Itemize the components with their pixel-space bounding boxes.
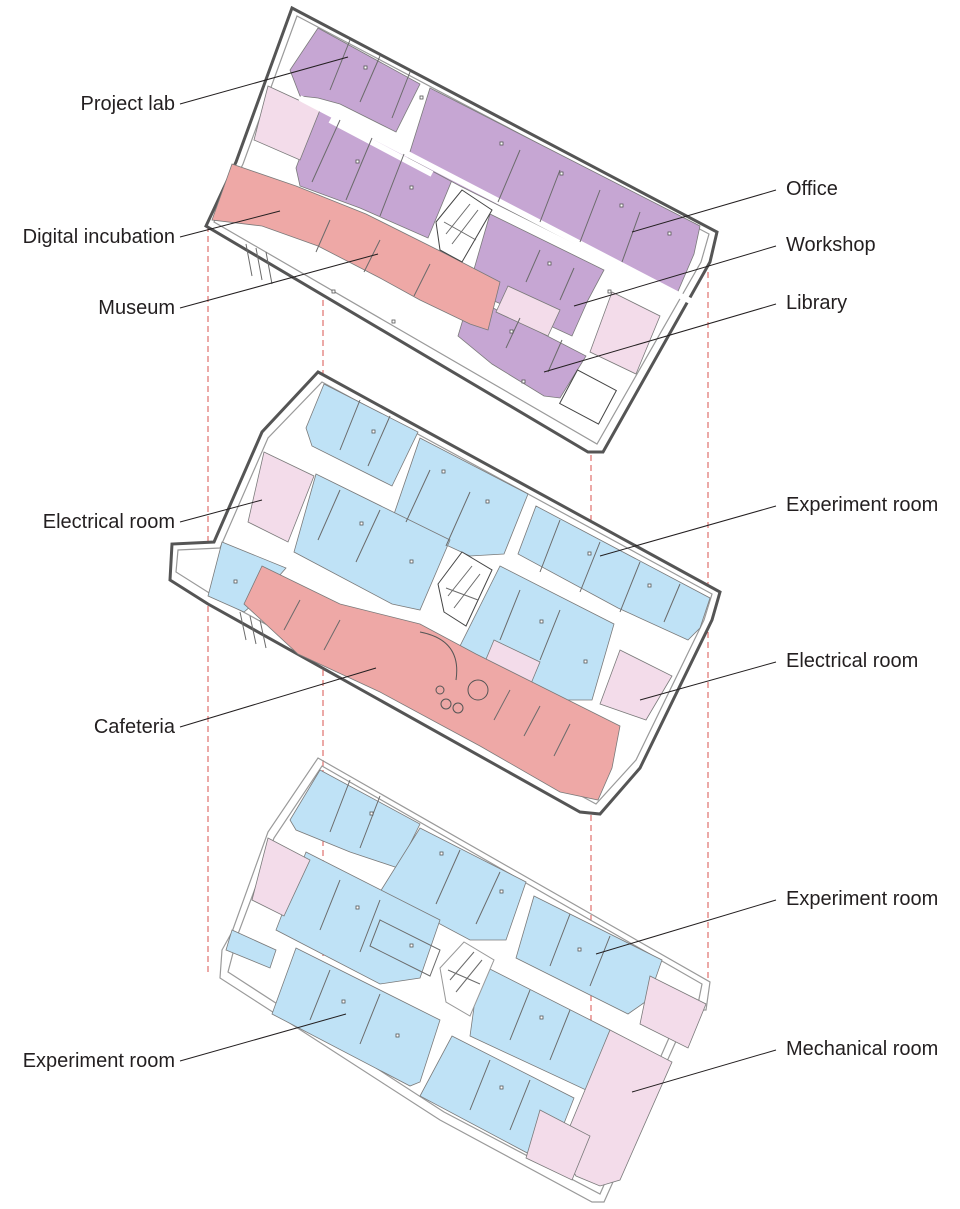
middle-walls [283,399,681,757]
leader-lines [179,56,777,1093]
bottom-walls [309,779,611,1131]
experiment-room-zone [289,769,421,869]
leader-experiment-room-bottom-left [179,1013,347,1062]
experiment-room-zone [293,473,451,611]
top-floor-plan [204,5,719,454]
electrical-room-zone [599,649,673,721]
experiment-room-zone [391,437,529,557]
middle-column-dots [233,429,652,664]
cafeteria-curved-wall [419,631,458,681]
atrium-stair-void [435,189,493,263]
label-library: Library [786,292,848,314]
label-office: Office [786,178,838,200]
label-experiment-room-middle: Experiment room [786,494,939,516]
label-mechanical-room: Mechanical room [786,1038,939,1060]
top-entrance-stair [245,243,273,285]
service-zone [251,837,311,917]
label-digital-incubation: Digital incubation [22,226,175,248]
experiment-room-zone [275,851,441,985]
label-electrical-room-left: Electrical room [42,511,175,533]
leader-cafeteria [179,667,377,728]
leader-museum [179,253,379,309]
experiment-room-zone [305,383,419,487]
label-experiment-room-bottom-left: Experiment room [22,1050,175,1072]
leader-electrical-room-right [639,661,777,701]
label-electrical-room-right: Electrical room [786,650,919,672]
top-column-dots [331,65,672,384]
cafeteria-furniture [419,631,489,714]
mechanical-room-zone [639,975,707,1049]
leader-office [631,189,777,233]
top-utility-box [558,369,618,425]
label-experiment-room-bottom-right: Experiment room [786,888,939,910]
middle-entrance-stair [239,611,267,649]
project-lab-zone [289,27,421,133]
experiment-room-zone [515,895,663,1015]
leader-digital-incubation [179,210,281,238]
atrium-stair-lines [445,565,481,609]
atrium-stair-void [437,551,493,627]
leader-project-lab [179,56,349,105]
leader-experiment-room-middle [599,505,777,557]
atrium-stair-lines [447,951,483,993]
middle-floor-plan [168,370,722,816]
label-project-lab: Project lab [80,93,176,115]
bottom-column-dots [341,811,582,1090]
bottom-floor-outline [219,757,711,1203]
electrical-room-zone [247,451,315,543]
leader-electrical-room-left [179,499,263,523]
top-floor-inner-outline [213,15,710,445]
leader-library [543,303,777,373]
label-museum: Museum [98,297,175,319]
experiment-room-zone [271,947,441,1087]
label-cafeteria: Cafeteria [93,716,175,738]
leader-workshop [573,245,777,307]
service-zone [525,1109,591,1181]
experiment-room-zone [225,929,277,969]
digital-incubation-museum-zone [211,163,501,331]
bottom-floor-plan [219,757,711,1203]
experiment-room-zone [517,505,711,641]
leader-experiment-room-bottom-right [595,899,777,955]
label-workshop: Workshop [786,234,876,256]
atrium-stair-lines [443,203,479,245]
top-corridor [298,95,702,309]
leader-mechanical-room [631,1049,777,1093]
service-zone [495,285,561,337]
experiment-room-zone [379,827,527,941]
